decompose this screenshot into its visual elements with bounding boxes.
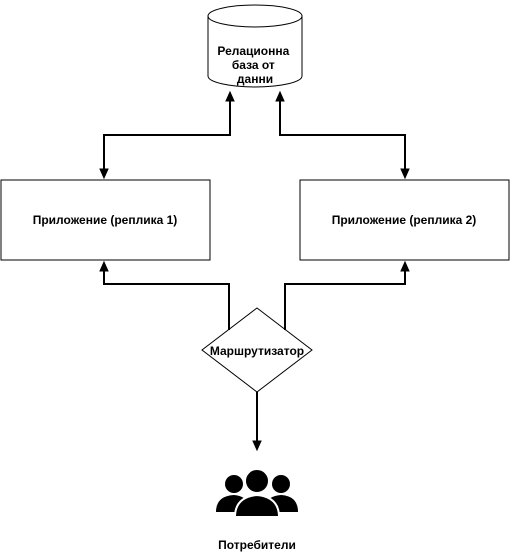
users-icon-person-center-head: [244, 468, 270, 494]
edge-router-app1-line: [103, 270, 230, 330]
edge-app1-database: [99, 90, 235, 180]
database-label-line-3: данни: [237, 72, 273, 86]
arrowhead-up-database-right: [275, 90, 285, 102]
database-cylinder-top: [207, 4, 303, 28]
app-replica-1-box: [0, 179, 211, 261]
users-group-icon: [216, 468, 298, 518]
edge-app1-database-line: [103, 100, 231, 170]
edge-router-app1: [99, 260, 230, 330]
app-replica-2-box: [299, 179, 510, 261]
app-replica-2-node: Приложение (реплика 2): [299, 179, 510, 261]
database-node: Релационна база от данни: [207, 4, 303, 88]
edge-router-app2: [284, 260, 410, 330]
users-icon-person-center-body: [233, 493, 281, 518]
database-label-line-1: Релационна: [217, 44, 289, 58]
edge-router-users: [252, 392, 262, 452]
database-label-line-2: база от: [232, 58, 275, 72]
arrowhead-up-app2: [400, 260, 410, 272]
app-replica-2-label: Приложение (реплика 2): [332, 213, 477, 227]
edge-app2-database: [275, 90, 410, 180]
database-cylinder-body: [207, 16, 303, 88]
users-icon-person-left-head: [225, 475, 243, 493]
database-label: Релационна база от данни: [217, 44, 292, 86]
users-icon-person-right-head: [272, 475, 290, 493]
users-label: Потребители: [218, 538, 296, 552]
arrowhead-down-app2: [400, 168, 410, 180]
router-node: Маршрутизатор: [201, 307, 313, 393]
arrowhead-up-app1: [99, 260, 109, 272]
arrowhead-up-database-left: [225, 90, 235, 102]
arrowhead-down-users: [252, 440, 262, 452]
edge-router-app2-line: [284, 270, 406, 330]
edge-app2-database-line: [279, 100, 406, 170]
app-replica-1-node: Приложение (реплика 1): [0, 179, 211, 261]
arrowhead-down-app1: [99, 168, 109, 180]
router-label: Маршрутизатор: [210, 344, 304, 358]
app-replica-1-label: Приложение (реплика 1): [33, 213, 178, 227]
